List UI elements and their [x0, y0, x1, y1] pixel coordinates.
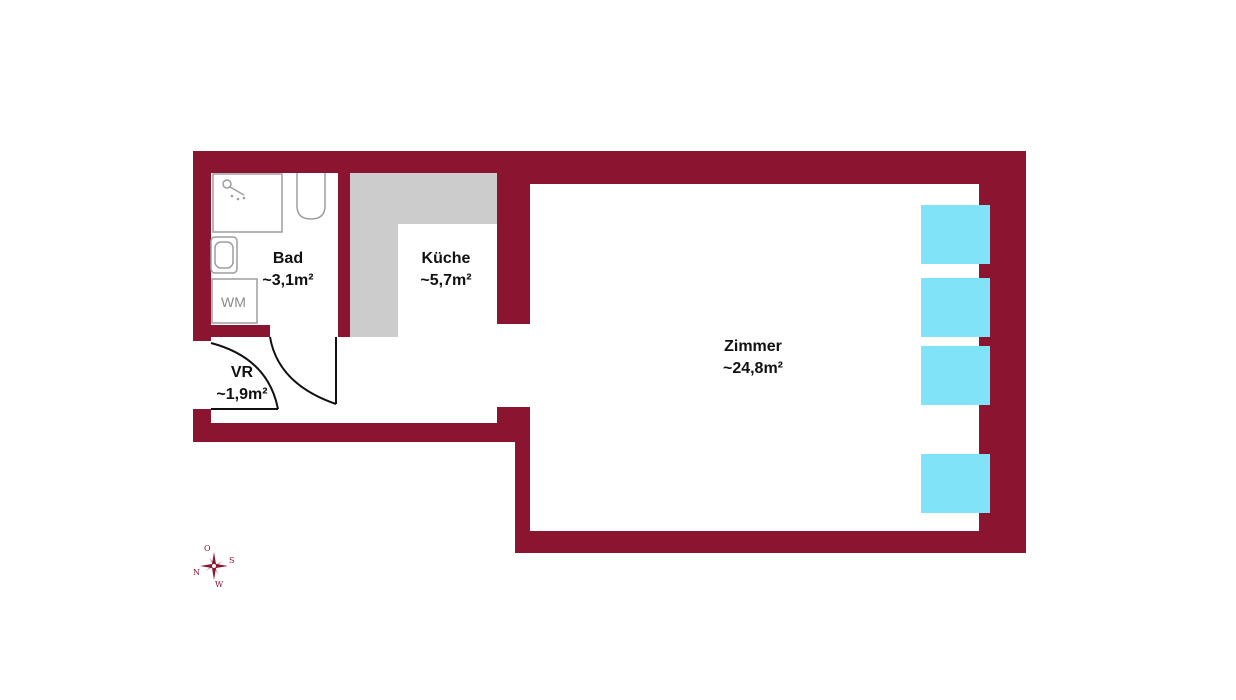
- walls: [193, 151, 1026, 553]
- room-name: Bad: [272, 250, 304, 267]
- sink-icon: [210, 236, 238, 274]
- room-name: VR: [230, 364, 254, 381]
- window: [921, 346, 990, 405]
- room-area: ~1,9m²: [216, 386, 268, 403]
- compass-east-label: O: [204, 544, 211, 553]
- wall-zimmer-bottom: [515, 531, 1026, 553]
- bath-fixtures: [210, 173, 326, 324]
- room-label-kitchen: Küche ~5,7m²: [410, 248, 482, 292]
- shower-tray: [212, 173, 283, 233]
- bath-door-swing: [269, 336, 337, 405]
- room-area: ~24,8m²: [722, 360, 784, 377]
- compass-south-label: S: [229, 556, 235, 565]
- room-area: ~5,7m²: [420, 272, 472, 289]
- room-area: ~3,1m²: [262, 272, 314, 289]
- room-label-bath: Bad ~3,1m²: [252, 248, 324, 292]
- windows: [921, 205, 990, 513]
- wall-zimmer-left-lower: [515, 423, 530, 553]
- window: [921, 278, 990, 337]
- sink-basin: [214, 241, 234, 269]
- kitchen-counter: [350, 173, 497, 337]
- compass-rose-icon: [200, 552, 228, 580]
- window: [921, 454, 990, 513]
- room-label-hall: VR ~1,9m²: [206, 362, 278, 406]
- room-name: Küche: [421, 250, 471, 267]
- shower-head-icon: [222, 179, 246, 201]
- entry-door-swing: [210, 342, 279, 410]
- room-label-zimmer: Zimmer ~24,8m²: [708, 336, 798, 380]
- wall-top-zimmer: [515, 151, 1026, 184]
- doors: [210, 336, 337, 410]
- compass-west-label: W: [215, 580, 224, 589]
- washing-machine-label: WM: [221, 294, 246, 310]
- wall-hall-bottom: [193, 423, 530, 442]
- toilet-icon: [296, 173, 326, 220]
- wall-kitchen-zimmer-upper: [497, 151, 530, 324]
- compass-north-label: N: [193, 568, 200, 577]
- room-name: Zimmer: [724, 338, 782, 355]
- wall-bath-kitchen: [338, 151, 350, 337]
- wall-bath-bottom: [193, 325, 270, 337]
- window: [921, 205, 990, 264]
- wall-left-bath: [193, 151, 211, 341]
- washing-machine: [211, 278, 258, 324]
